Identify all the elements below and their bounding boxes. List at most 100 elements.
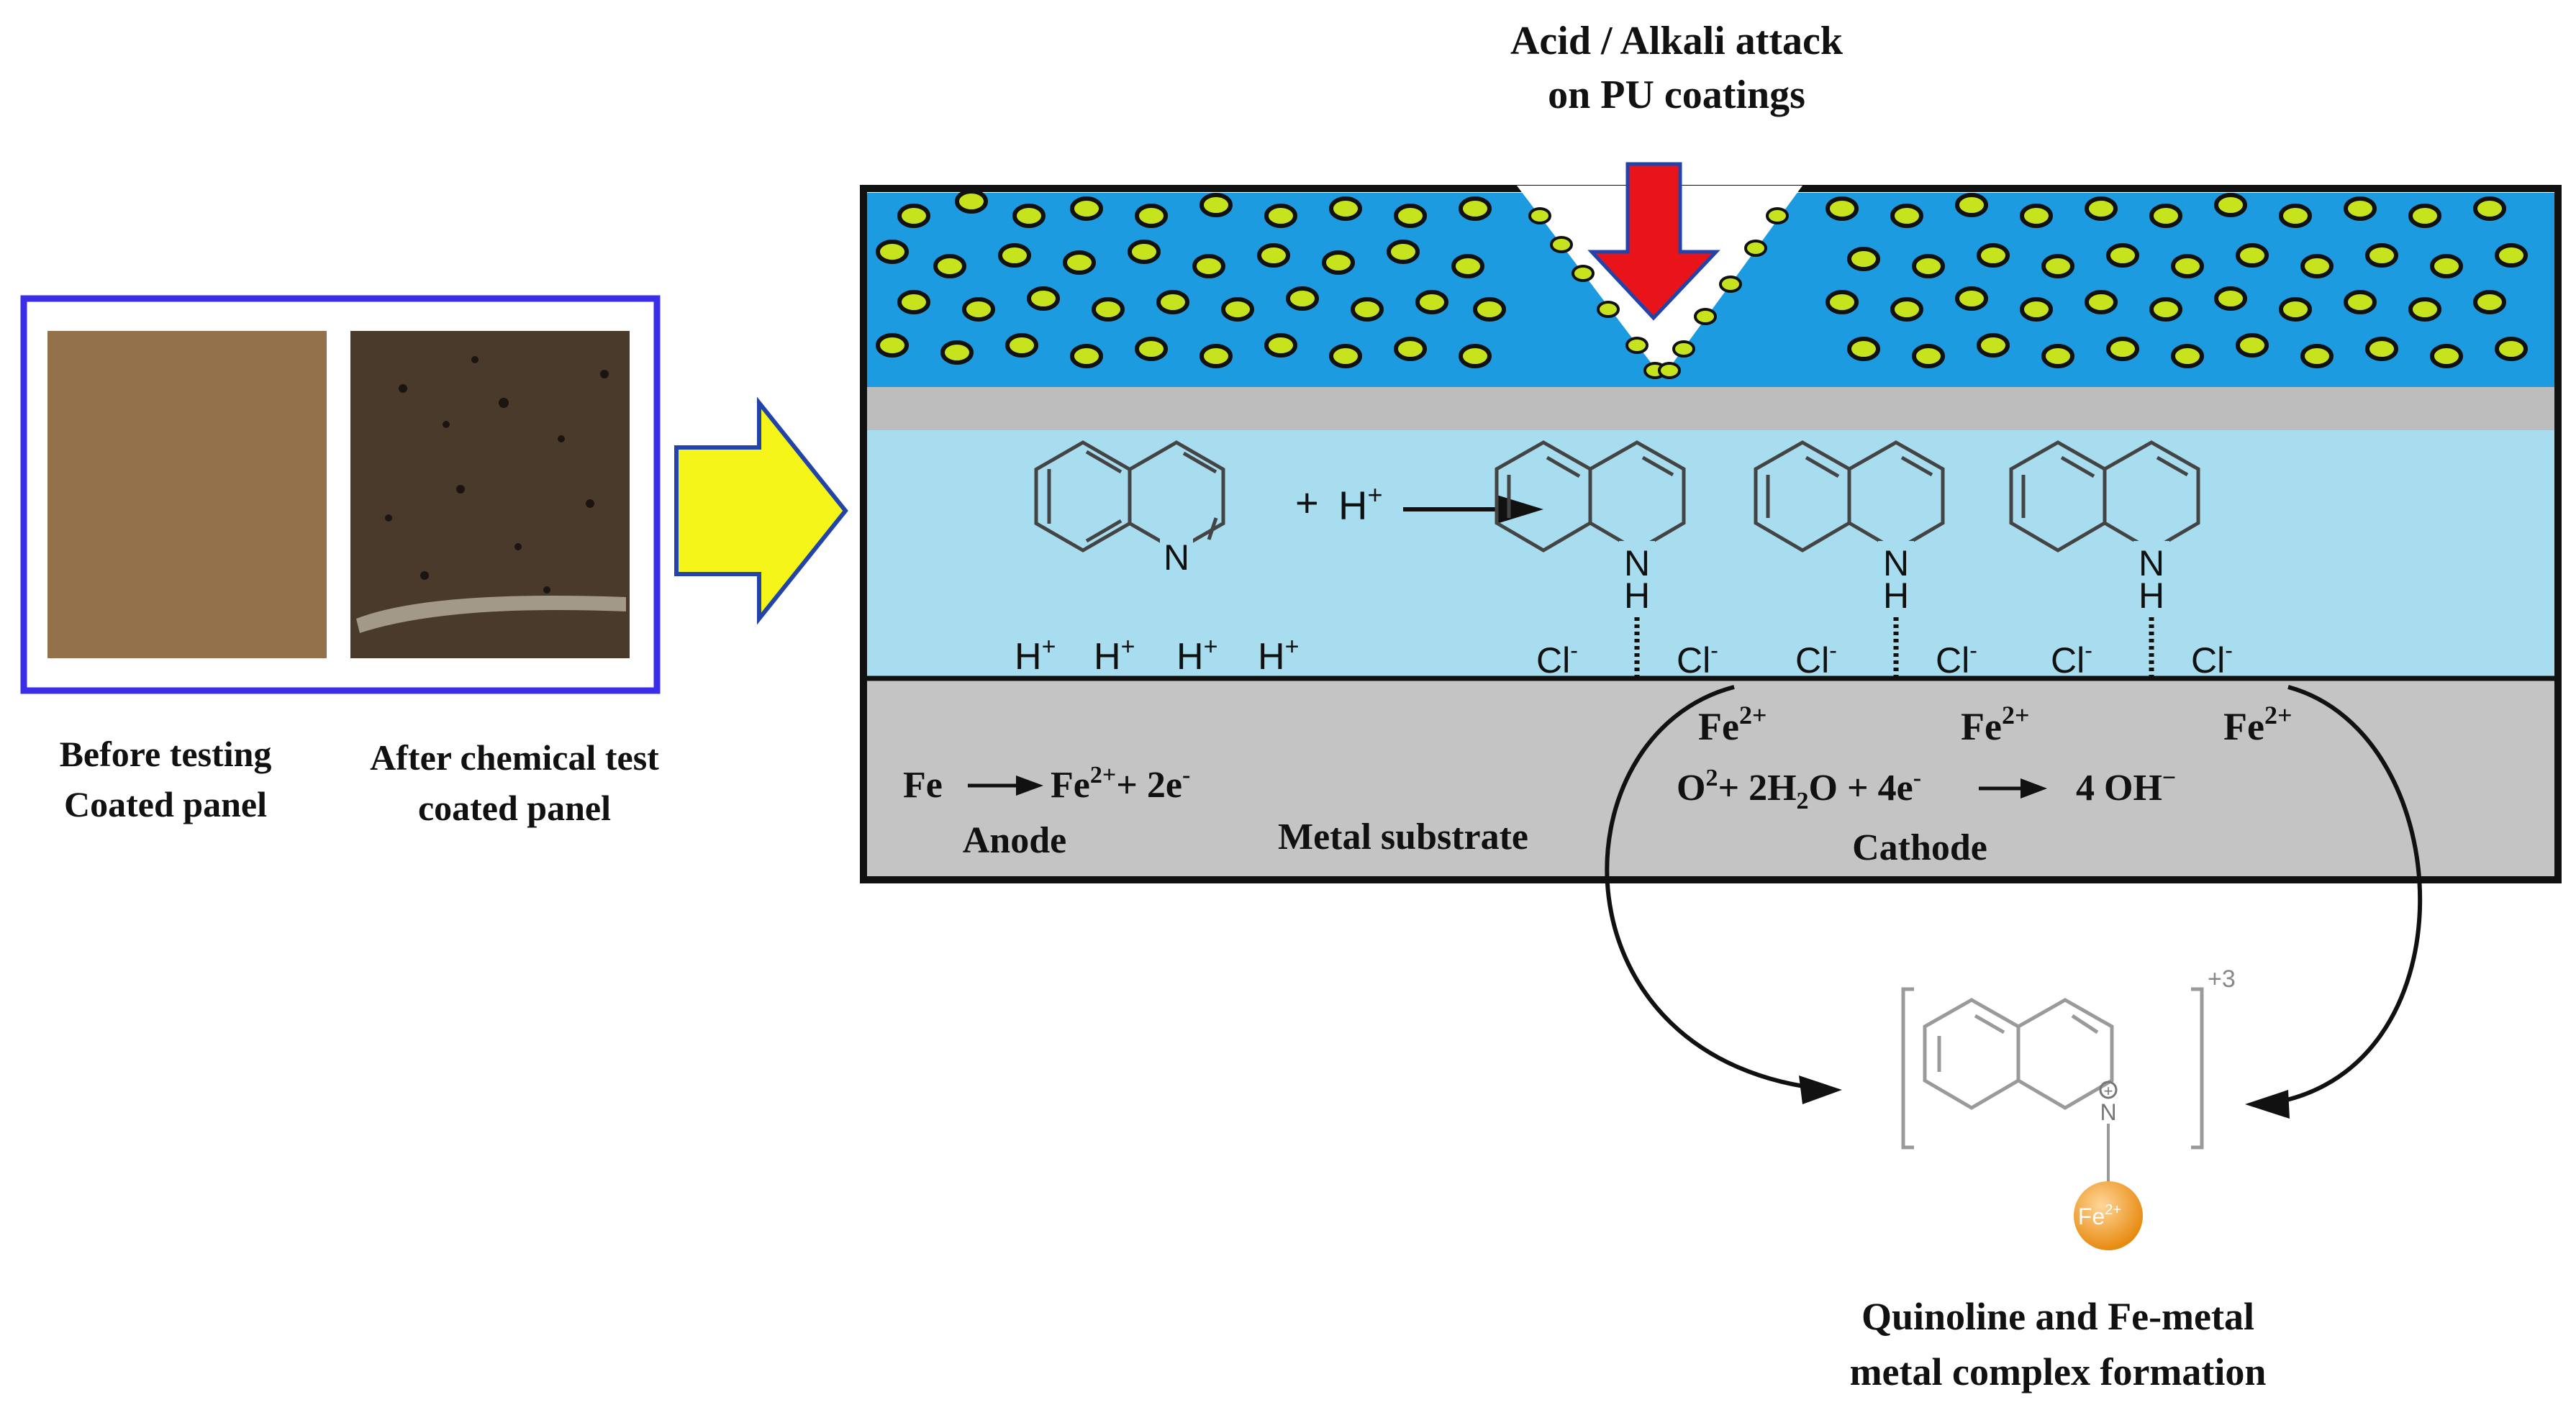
- pigment-dot: [1394, 337, 1427, 361]
- metal-substrate-layer: [863, 678, 2558, 880]
- pigment-dot: [955, 189, 988, 214]
- pigment-dot: [1459, 344, 1492, 368]
- pigment-dot: [1135, 337, 1168, 361]
- svg-text:Fe: Fe: [903, 765, 943, 806]
- corrosion-spots: [385, 356, 609, 593]
- pigment-dot: [1128, 240, 1161, 264]
- pigment-dot: [2041, 254, 2074, 278]
- pigment-dot: [1977, 243, 2010, 268]
- pigment-dot: [1394, 204, 1427, 228]
- crack-edge-particles: [1528, 207, 1789, 379]
- pigment-dot: [2214, 193, 2247, 217]
- pigment-dot: [940, 340, 974, 365]
- pigment-dot: [933, 254, 966, 278]
- svg-text:O2+ 2H2O + 4e-: O2+ 2H2O + 4e-: [1677, 765, 1921, 814]
- pigment-dot: [2344, 290, 2377, 314]
- svg-text:H+: H+: [1258, 633, 1299, 678]
- pigment-dot: [1387, 240, 1420, 264]
- svg-text:H: H: [2139, 576, 2164, 616]
- pigment-dot: [2495, 337, 2528, 361]
- cathode-label: Cathode: [1852, 827, 1987, 868]
- pigment-dot: [1063, 250, 1096, 275]
- pigment-dot: [1847, 247, 1880, 271]
- pigment-dot: [2020, 297, 2053, 322]
- pigment-dot: [2365, 337, 2398, 361]
- pigment-dot: [998, 243, 1031, 268]
- pigment-dot: [2300, 344, 2334, 368]
- complex-label-line2: metal complex formation: [1850, 1350, 2267, 1393]
- left-curved-arrow-icon: [1605, 685, 1832, 1092]
- svg-text:N: N: [2100, 1099, 2116, 1125]
- pigment-dot: [2149, 297, 2182, 322]
- primer-layer: [863, 387, 2558, 430]
- pigment-dot: [1027, 286, 1060, 311]
- coating-edge-streak: [356, 596, 626, 633]
- pigment-dot: [1264, 204, 1297, 228]
- pigment-dot: [2020, 204, 2053, 228]
- pigment-dot: [1473, 297, 1506, 322]
- quinoline-fe-complex: +3 N + Fe2+: [1901, 965, 2236, 1250]
- pigment-dot: [1955, 286, 1988, 311]
- pigment-dot: [1351, 297, 1384, 322]
- pigment-dot: [2473, 290, 2506, 314]
- quinoline-molecule: N: [1036, 442, 1223, 578]
- pigment-dot: [2344, 196, 2377, 221]
- pigment-particles: [876, 189, 2528, 368]
- svg-text:H+: H+: [1176, 633, 1217, 678]
- right-curved-arrow-icon: [2262, 685, 2423, 1106]
- quinoline-n: N: [1164, 537, 1189, 578]
- after-label-line1: After chemical test: [370, 737, 659, 778]
- pigment-dot: [2149, 204, 2182, 228]
- svg-text:Cl-: Cl-: [1936, 637, 1977, 681]
- cathode-equation: O2+ 2H2O + 4e- 4 OH−: [1677, 765, 2176, 814]
- pigment-dot: [876, 240, 909, 264]
- pigment-dot: [1329, 344, 1362, 368]
- svg-text:N: N: [2139, 543, 2164, 583]
- svg-text:H+: H+: [1015, 633, 1056, 678]
- pigment-dot: [2430, 254, 2463, 278]
- pigment-dot: [1135, 204, 1168, 228]
- pigment-dot: [2473, 196, 2506, 221]
- pigment-dot: [1199, 344, 1233, 368]
- pigment-dot: [1286, 286, 1319, 311]
- pigment-dot: [897, 290, 930, 314]
- pigment-dot: [1415, 290, 1448, 314]
- anode-equation: Fe Fe2++ 2e-: [903, 762, 1190, 806]
- pigment-dot: [876, 333, 909, 358]
- svg-text:H: H: [1624, 576, 1650, 616]
- pigment-dot: [1847, 337, 1880, 361]
- pigment-dot: [1264, 333, 1297, 358]
- pigment-dot: [1070, 344, 1103, 368]
- after-label-line2: coated panel: [418, 788, 611, 828]
- pigment-dot: [2430, 344, 2463, 368]
- svg-text:4 OH−: 4 OH−: [2076, 765, 2176, 809]
- svg-text:Fe2+: Fe2+: [1961, 701, 2029, 748]
- big-arrow-icon: [674, 396, 848, 625]
- pigment-dot: [2085, 290, 2118, 314]
- pigment-dot: [2214, 286, 2247, 311]
- pigment-dot: [2279, 297, 2312, 322]
- complex-charge: +3: [2208, 965, 2236, 993]
- pigment-dot: [1257, 243, 1290, 268]
- svg-text:H+: H+: [1094, 633, 1135, 678]
- pigment-dot: [2495, 243, 2528, 268]
- h-plus-reactant: H+: [1338, 480, 1382, 528]
- attack-arrow-icon: [1587, 162, 1720, 321]
- svg-text:N: N: [1624, 543, 1650, 583]
- svg-text:Cl-: Cl-: [2051, 637, 2092, 681]
- pigment-dot: [2365, 243, 2398, 268]
- svg-text:H: H: [1883, 576, 1909, 616]
- pigment-dot: [1451, 254, 1484, 278]
- svg-text:+: +: [2104, 1082, 2113, 1100]
- pigment-dot: [1092, 297, 1125, 322]
- pigment-dot: [1826, 290, 1859, 314]
- svg-text:Cl-: Cl-: [1795, 637, 1837, 681]
- pigment-dot: [2300, 254, 2334, 278]
- pigment-dot: [1322, 250, 1355, 275]
- pigment-dot: [1070, 196, 1103, 221]
- svg-text:Fe2+: Fe2+: [2223, 701, 2292, 748]
- pigment-dot: [897, 204, 930, 228]
